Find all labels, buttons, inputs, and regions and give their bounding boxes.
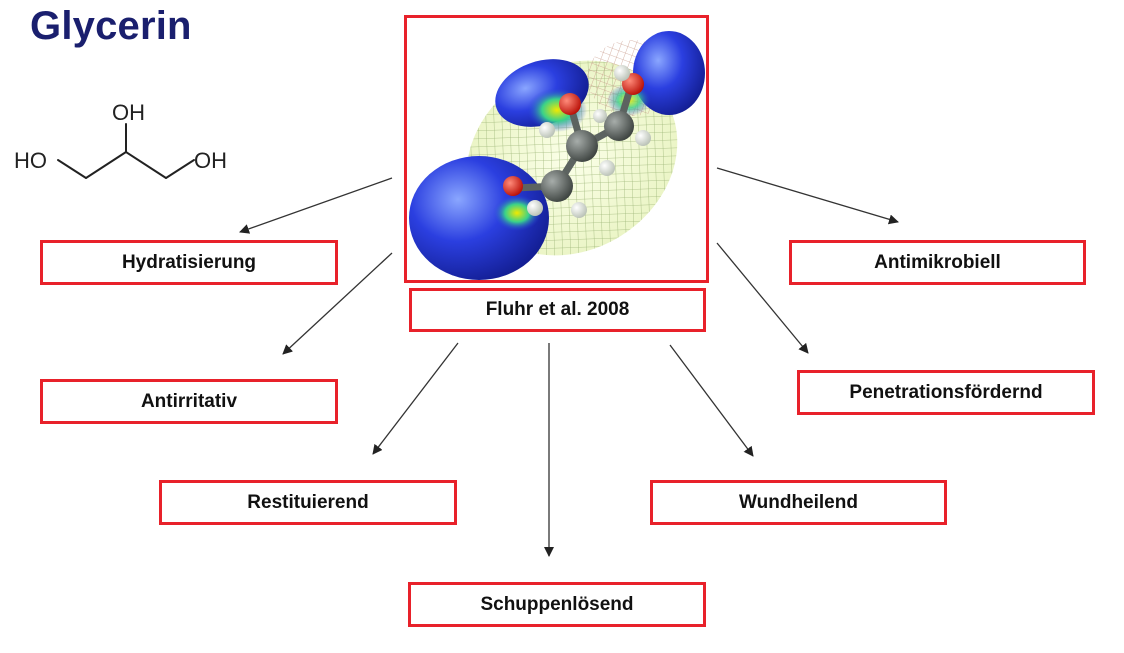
structure-top-oh: OH <box>112 100 145 125</box>
effect-label-schuppenloesend: Schuppenlösend <box>480 593 634 615</box>
effect-box-restituierend: Restituierend <box>159 480 457 525</box>
effect-box-penetrationsfoerdernd: Penetrationsfördernd <box>797 370 1095 415</box>
effect-label-penetrationsfoerdernd: Penetrationsfördernd <box>849 381 1043 403</box>
structural-formula: OH HO OH <box>14 100 227 179</box>
bond-ho-c1 <box>57 159 87 179</box>
effect-box-antirritativ: Antirritativ <box>40 379 338 424</box>
effect-box-wundheilend: Wundheilend <box>650 480 947 525</box>
arrow-to-hydratisierung <box>239 177 393 234</box>
reference-label: Fluhr et al. 2008 <box>485 299 630 320</box>
effect-label-restituierend: Restituierend <box>247 491 369 513</box>
arrow-to-wundheilend <box>669 344 754 457</box>
effect-label-antimikrobiell: Antimikrobiell <box>874 251 1001 273</box>
effect-label-antirritativ: Antirritativ <box>140 390 238 412</box>
molecule-image-frame <box>404 15 709 283</box>
page-title: Glycerin <box>30 4 192 48</box>
effect-label-hydratisierung: Hydratisierung <box>121 251 257 273</box>
molecule-3d-model <box>409 31 705 280</box>
reference-box: Fluhr et al. 2008 <box>409 288 706 332</box>
effect-box-antimikrobiell: Antimikrobiell <box>789 240 1086 285</box>
structure-left-ho: HO <box>14 148 47 173</box>
effect-box-hydratisierung: Hydratisierung <box>40 240 338 285</box>
effect-box-schuppenloesend: Schuppenlösend <box>408 582 706 627</box>
bond-c1-c2 <box>85 151 127 179</box>
structure-right-oh: OH <box>194 148 227 173</box>
arrow-to-antimikrobiell <box>716 167 899 225</box>
bond-c3-oh <box>165 159 195 179</box>
lobe-top-right <box>633 31 705 115</box>
effect-label-wundheilend: Wundheilend <box>739 491 858 513</box>
arrow-to-restituierend <box>372 342 459 455</box>
bond-c2-c3 <box>125 151 167 179</box>
